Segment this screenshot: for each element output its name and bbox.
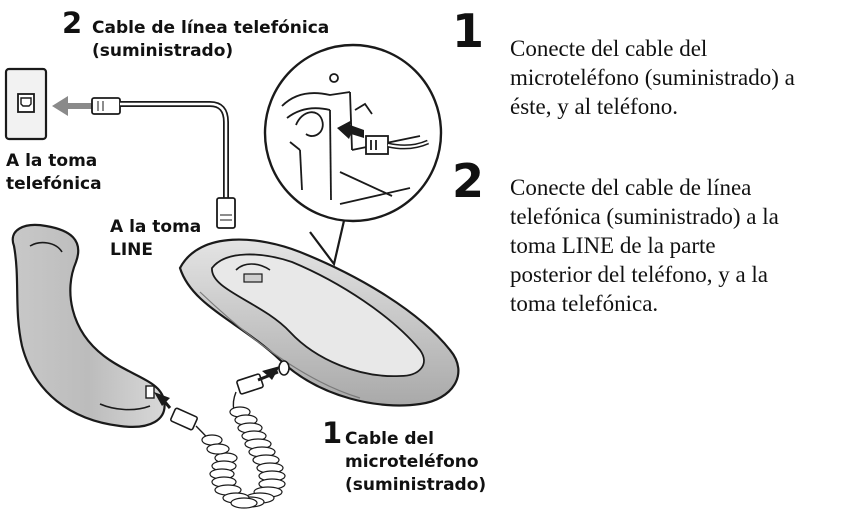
step-2-line3: toma LINE de la parte xyxy=(510,233,716,258)
step-1-line3: éste, y al teléfono. xyxy=(510,94,678,119)
step-2-line5: toma telefónica. xyxy=(510,291,659,316)
line-jack-label-line1: A la toma xyxy=(110,217,202,237)
step-1-line1: Conecte del cable del xyxy=(510,36,708,61)
line-cable-label-line1: Cable de línea telefónica xyxy=(92,18,330,38)
handset-cable-number: 1 xyxy=(322,416,343,450)
wall-jack xyxy=(4,67,48,141)
line-jack-label-line2: LINE xyxy=(110,240,153,260)
wall-jack-label-line2: telefónica xyxy=(6,174,102,194)
step-2-number: 2 xyxy=(452,154,485,208)
step-2-line2: telefónica (suministrado) a la xyxy=(510,204,779,229)
wall-jack-arrow xyxy=(52,96,92,116)
step-1-number: 1 xyxy=(452,4,485,58)
step-1-text: Conecte del cable del microteléfono (sum… xyxy=(510,34,795,121)
phone-base xyxy=(178,238,460,407)
line-jack-label: A la toma LINE xyxy=(110,216,201,261)
wall-jack-label: A la toma telefónica xyxy=(6,150,102,195)
step-2-text: Conecte del cable de línea telefónica (s… xyxy=(510,173,779,318)
line-cable-label-line2: (suministrado) xyxy=(92,41,234,61)
step-1-line2: microteléfono (suministrado) a xyxy=(510,65,795,90)
handset-cable xyxy=(154,366,286,509)
handset-cable-label: Cable del microteléfono (suministrado) xyxy=(345,428,486,496)
magnified-detail xyxy=(263,43,443,267)
handset-cable-label-line1: Cable del xyxy=(345,429,434,449)
handset xyxy=(11,223,166,428)
line-cable-label: Cable de línea telefónica (suministrado) xyxy=(92,17,329,62)
step-2-line4: posterior del teléfono, y a la xyxy=(510,262,769,287)
line-cable xyxy=(91,97,236,229)
step-2-line1: Conecte del cable de línea xyxy=(510,175,752,200)
line-cable-number: 2 xyxy=(62,6,83,40)
wall-jack-label-line1: A la toma xyxy=(6,151,98,171)
handset-cable-label-line3: (suministrado) xyxy=(345,475,487,495)
handset-cable-label-line2: microteléfono xyxy=(345,452,479,472)
